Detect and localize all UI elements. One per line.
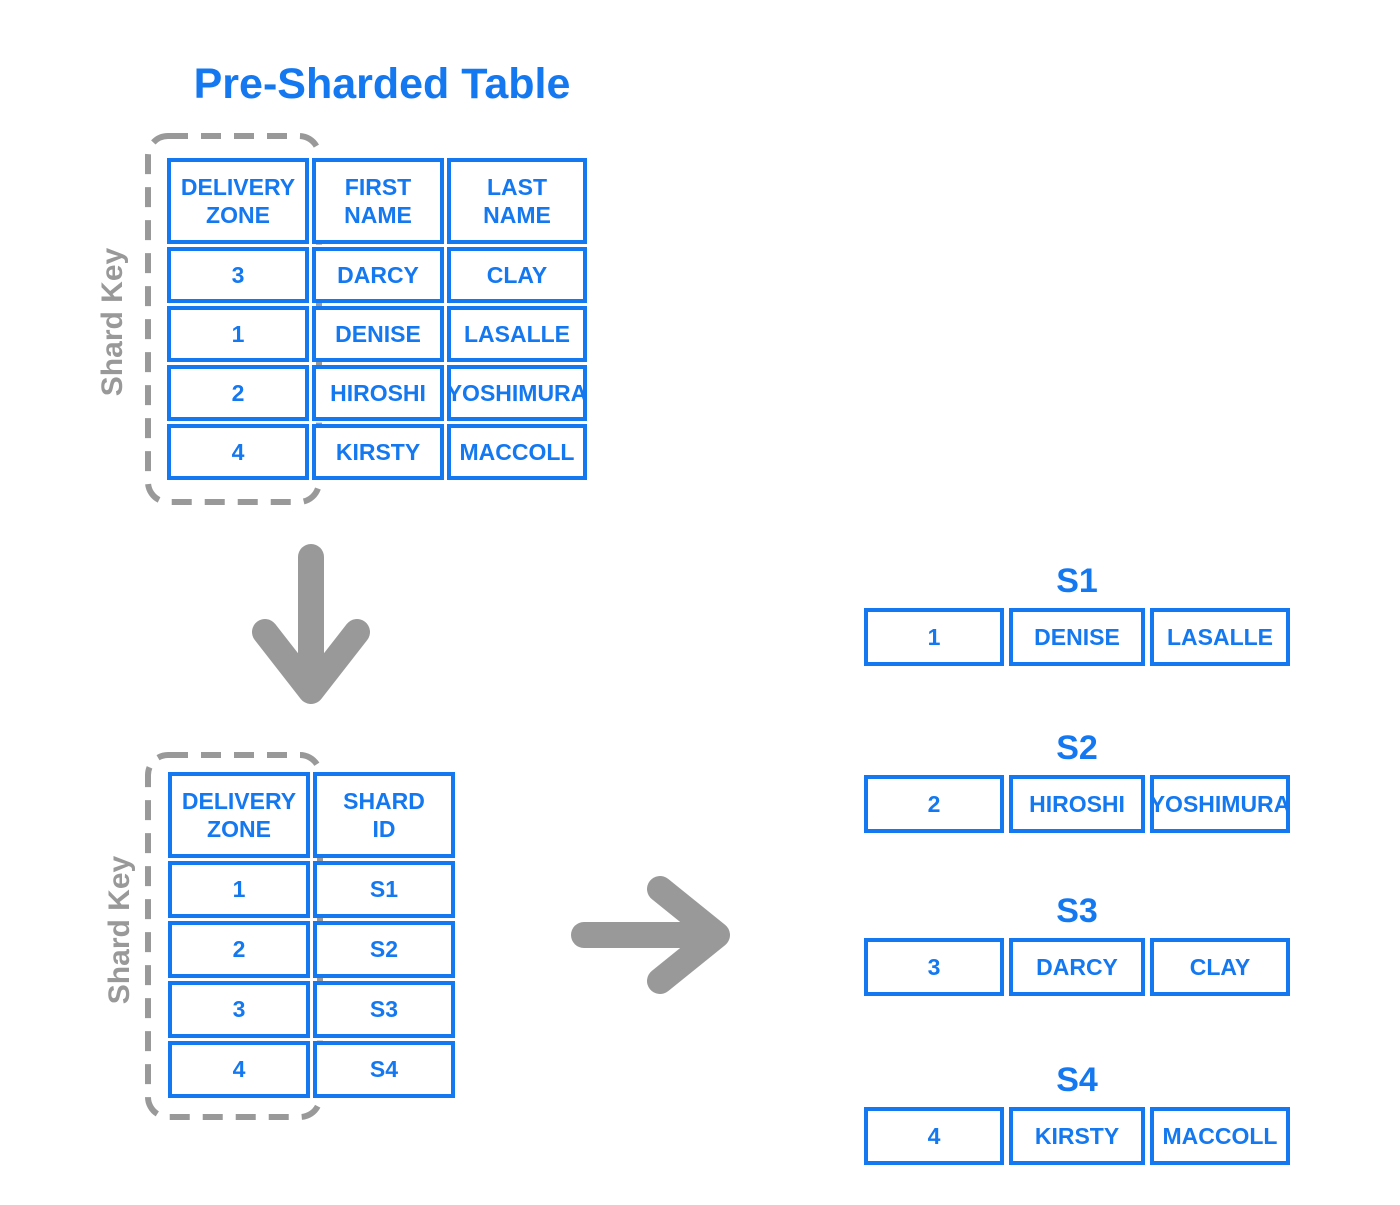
- table-cell: 4: [168, 1041, 310, 1098]
- table-cell: KIRSTY: [312, 424, 444, 480]
- column-header: DELIVERY ZONE: [168, 772, 310, 858]
- shard-key-outline-top: [145, 133, 322, 505]
- shard-table-s4: 4 KIRSTY MACCOLL: [864, 1107, 1290, 1165]
- column-header: DELIVERY ZONE: [167, 158, 309, 244]
- table-cell: S3: [313, 981, 455, 1038]
- shard-title-s3: S3: [1056, 892, 1098, 930]
- right-arrow-icon: [571, 876, 730, 994]
- pre-sharded-table: DELIVERY ZONE FIRST NAME LAST NAME 3 DAR…: [167, 158, 587, 480]
- shard-title-s4: S4: [1056, 1061, 1098, 1099]
- table-cell: CLAY: [1150, 938, 1290, 996]
- shard-mapping-table: DELIVERY ZONE SHARD ID 1 S1 2 S2 3 S3 4 …: [168, 772, 455, 1098]
- table-cell: MACCOLL: [1150, 1107, 1290, 1165]
- down-arrow-icon: [252, 544, 370, 704]
- table-cell: S4: [313, 1041, 455, 1098]
- shard-key-label-top: Shard Key: [96, 247, 129, 397]
- table-cell: 3: [168, 981, 310, 1038]
- table-cell: DENISE: [1009, 608, 1145, 666]
- table-cell: DARCY: [1009, 938, 1145, 996]
- shard-title-s2: S2: [1056, 729, 1098, 767]
- table-cell: 1: [864, 608, 1004, 666]
- table-cell: S1: [313, 861, 455, 918]
- shard-table-s3: 3 DARCY CLAY: [864, 938, 1290, 996]
- table-cell: 2: [167, 365, 309, 421]
- table-cell: MACCOLL: [447, 424, 587, 480]
- table-cell: 2: [864, 775, 1004, 833]
- column-header: SHARD ID: [313, 772, 455, 858]
- column-header: FIRST NAME: [312, 158, 444, 244]
- table-cell: HIROSHI: [1009, 775, 1145, 833]
- table-cell: 4: [167, 424, 309, 480]
- table-cell: LASALLE: [447, 306, 587, 362]
- table-cell: 2: [168, 921, 310, 978]
- table-cell: 1: [167, 306, 309, 362]
- shard-title-s1: S1: [1056, 562, 1098, 600]
- table-cell: S2: [313, 921, 455, 978]
- table-cell: LASALLE: [1150, 608, 1290, 666]
- diagram-title: Pre-Sharded Table: [193, 60, 571, 108]
- shard-table-s2: 2 HIROSHI YOSHIMURA: [864, 775, 1290, 833]
- table-cell: HIROSHI: [312, 365, 444, 421]
- table-cell: YOSHIMURA: [1150, 775, 1290, 833]
- table-cell: KIRSTY: [1009, 1107, 1145, 1165]
- shard-table-s1: 1 DENISE LASALLE: [864, 608, 1290, 666]
- table-cell: 3: [167, 247, 309, 303]
- table-cell: CLAY: [447, 247, 587, 303]
- column-header: LAST NAME: [447, 158, 587, 244]
- shard-key-outline-bottom: [145, 752, 323, 1120]
- shard-key-label-bottom: Shard Key: [103, 855, 136, 1005]
- table-cell: DENISE: [312, 306, 444, 362]
- table-cell: 3: [864, 938, 1004, 996]
- table-cell: 4: [864, 1107, 1004, 1165]
- table-cell: 1: [168, 861, 310, 918]
- table-cell: YOSHIMURA: [447, 365, 587, 421]
- table-cell: DARCY: [312, 247, 444, 303]
